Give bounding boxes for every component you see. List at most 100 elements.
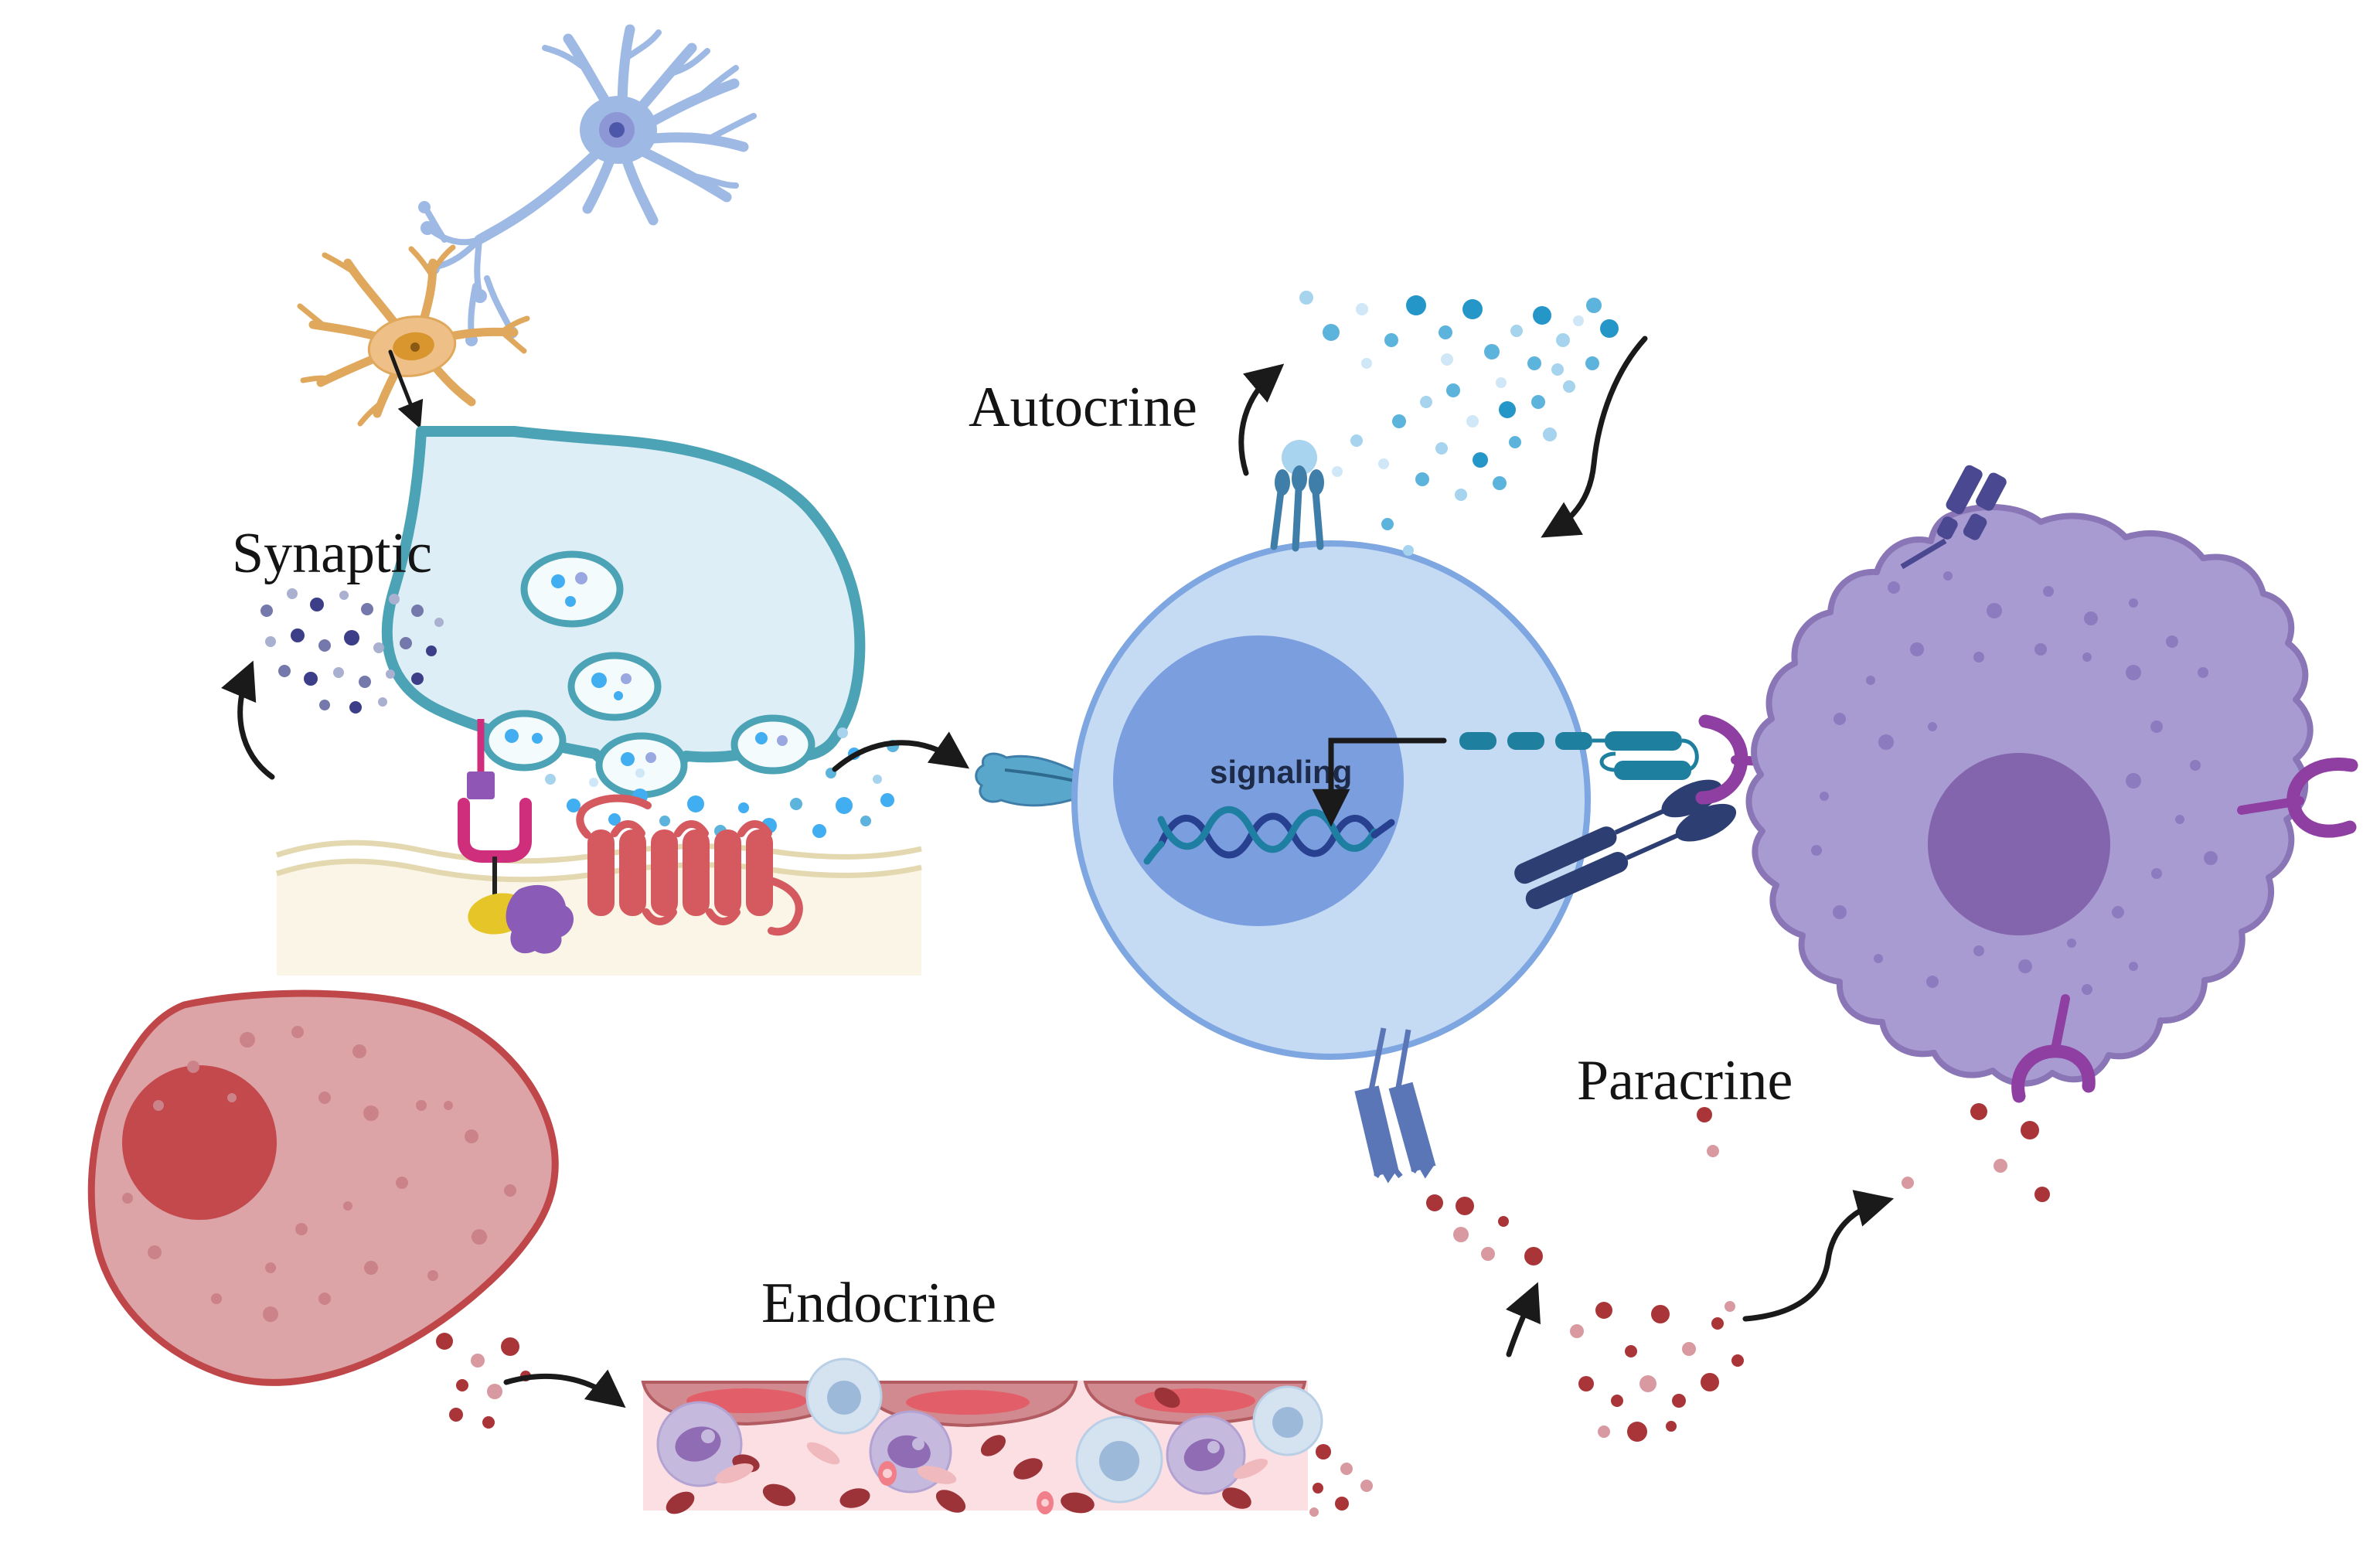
dot xyxy=(471,1354,485,1368)
dot xyxy=(1600,319,1619,338)
dot xyxy=(319,700,330,710)
dot xyxy=(1509,436,1521,448)
dot xyxy=(291,628,305,642)
cell-granules xyxy=(122,1026,516,1322)
dot xyxy=(1499,401,1516,418)
dot xyxy=(1392,414,1406,428)
dot xyxy=(2021,1121,2039,1139)
dot xyxy=(1313,1483,1323,1494)
dot xyxy=(1484,344,1500,359)
dimer-receptor xyxy=(1514,779,1737,910)
dot xyxy=(1598,1425,1610,1438)
dot xyxy=(2067,938,2076,948)
dot xyxy=(1299,291,1313,305)
dot xyxy=(436,1333,453,1350)
neuron-nucleolus xyxy=(609,122,625,138)
circulating-hormones xyxy=(1570,1301,1744,1442)
bottom-membrane-receptor xyxy=(1354,1027,1436,1184)
dot xyxy=(400,637,412,649)
dot xyxy=(2084,611,2098,625)
neurotransmitter xyxy=(614,691,623,700)
dot xyxy=(2198,667,2208,678)
gpcr-receptor xyxy=(576,794,803,936)
postsynaptic-orange-neuron xyxy=(297,244,530,427)
neurotransmitter xyxy=(635,768,645,778)
dot xyxy=(389,594,400,605)
synaptic-vesicle xyxy=(595,732,688,799)
dot xyxy=(1926,976,1939,988)
cell-nucleus xyxy=(122,1065,277,1220)
dot xyxy=(790,798,802,810)
dot xyxy=(1381,518,1394,530)
dot xyxy=(2043,586,2054,597)
dot xyxy=(1524,1247,1543,1265)
dot xyxy=(1902,1177,1914,1189)
dot xyxy=(545,774,556,785)
dot xyxy=(122,1193,133,1204)
cell-nucleus xyxy=(1928,753,2110,935)
dot xyxy=(265,636,276,647)
signaling-pathway-arrow xyxy=(1312,737,1447,827)
dot xyxy=(352,1044,366,1058)
neurotransmitter xyxy=(532,733,543,744)
dot xyxy=(1453,1227,1469,1242)
dot xyxy=(1426,1194,1443,1211)
endothelial-nucleus xyxy=(906,1390,1030,1415)
top-receptor xyxy=(1900,465,2007,570)
cell-granules xyxy=(1811,571,2218,995)
top-membrane-receptor xyxy=(1270,440,1324,552)
dot xyxy=(1332,466,1343,477)
dot xyxy=(265,1262,276,1273)
dot xyxy=(318,1092,331,1104)
dot xyxy=(318,639,331,652)
dot xyxy=(1585,356,1599,370)
dot xyxy=(318,1293,331,1305)
dot xyxy=(1910,642,1924,656)
dot xyxy=(1570,1324,1584,1338)
dot xyxy=(1378,458,1389,469)
paracrine-hormone-trail xyxy=(1697,1103,2050,1202)
cell-nucleus xyxy=(1113,635,1404,926)
dot xyxy=(1639,1375,1656,1392)
dot xyxy=(1309,1507,1319,1517)
dot xyxy=(659,816,670,826)
ligand xyxy=(467,772,495,799)
dot xyxy=(482,1416,495,1429)
dot xyxy=(1874,954,1883,963)
dot xyxy=(2018,959,2032,973)
dot xyxy=(1441,353,1453,366)
dot xyxy=(373,642,384,653)
dot xyxy=(1627,1422,1647,1442)
dot xyxy=(1350,434,1363,447)
dot xyxy=(608,813,621,826)
ligand-ball xyxy=(1282,440,1317,475)
dot xyxy=(263,1306,278,1322)
dot xyxy=(363,1105,379,1121)
dot xyxy=(349,701,362,714)
dot xyxy=(1711,1317,1724,1330)
blood-to-paracrine-arrow xyxy=(1742,1190,1895,1322)
dot xyxy=(1510,325,1523,337)
dot xyxy=(1578,1376,1594,1391)
dot xyxy=(1455,489,1467,501)
dot xyxy=(1420,396,1432,408)
dot xyxy=(1360,1480,1373,1492)
secreted-signal-chain xyxy=(1459,731,1699,780)
red-blood-cells xyxy=(666,1387,1268,1514)
blood-to-receptor-arrow xyxy=(1505,1282,1541,1357)
dot xyxy=(1473,452,1488,468)
dot xyxy=(1323,324,1340,341)
dot xyxy=(1543,427,1557,441)
dot xyxy=(287,588,298,599)
dot xyxy=(291,1026,304,1038)
dot xyxy=(1672,1394,1686,1408)
dot xyxy=(2082,984,2092,995)
dot xyxy=(187,1061,199,1073)
dot xyxy=(344,630,359,645)
dot xyxy=(1335,1497,1349,1511)
dot xyxy=(434,618,444,627)
synaptic-vesicle xyxy=(730,714,815,775)
dot xyxy=(361,603,373,615)
synapse-to-cell-arrow xyxy=(832,731,970,772)
